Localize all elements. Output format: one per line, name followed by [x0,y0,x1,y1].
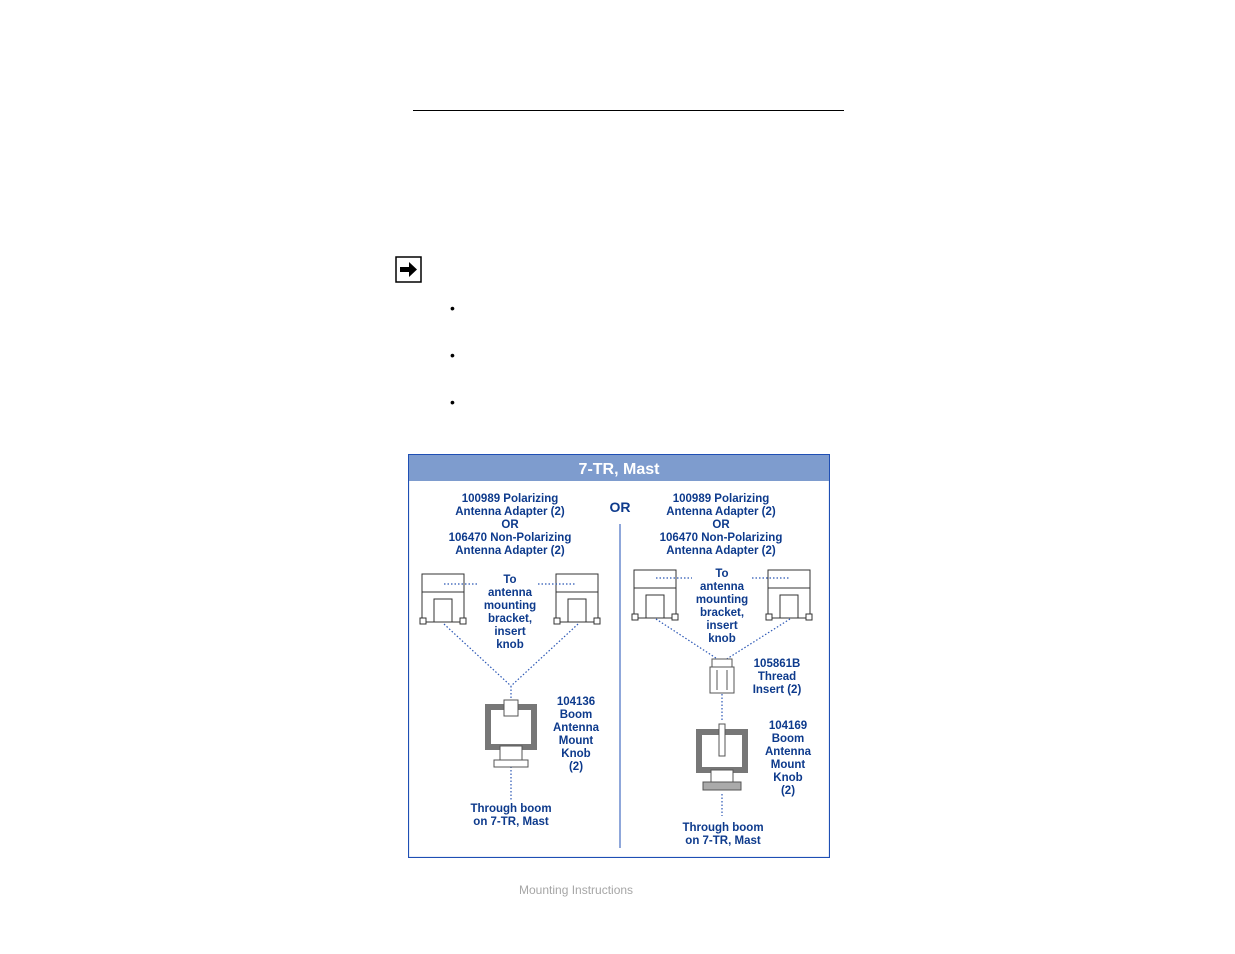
right-knob-line: Antenna [765,746,812,758]
footer-caption: Mounting Instructions [519,883,634,897]
bullet-3: • [450,394,455,410]
left-knob-line: Antenna [553,722,600,734]
right-knob-line: (2) [781,785,795,797]
right-to-line: To [715,568,728,580]
right-insert-line: Thread [758,671,796,683]
bullet-2: • [450,347,455,363]
right-adapter-line: Antenna Adapter (2) [666,506,776,518]
right-to-line: insert [706,620,737,632]
left-through-line: Through boom [470,803,551,815]
header-rule [413,110,844,111]
thread-insert [709,658,735,694]
bullet-1: • [450,300,455,316]
right-insert-line: 105861B [754,658,801,670]
right-adapter-line: Antenna Adapter (2) [666,545,776,557]
right-through-line: Through boom [682,822,763,834]
left-adapter-line: Antenna Adapter (2) [455,506,565,518]
right-knob [696,723,748,791]
left-polarizing-adapter [419,573,467,625]
right-to-line: knob [708,633,735,645]
left-adapter-line: OR [501,519,519,531]
right-insert-line: Insert (2) [753,684,802,696]
left-knob-line: Knob [561,748,590,760]
right-to-line: mounting [696,594,748,606]
left-knob-line: (2) [569,761,583,773]
right-knob-line: Mount [771,759,806,771]
mounting-diagram: 7-TR, Mast OR 100989 Polarizing Antenna … [408,454,830,858]
left-adapter-line: 100989 Polarizing [462,493,559,505]
left-adapter-line: Antenna Adapter (2) [455,545,565,557]
left-to-line: bracket, [488,613,532,625]
right-knob-line: 104169 [769,720,807,732]
figure-frame [408,454,830,858]
right-adapter-line: 106470 Non-Polarizing [660,532,783,544]
right-nonpolarizing-adapter [765,569,813,621]
left-through-line: on 7-TR, Mast [473,816,549,828]
right-to-line: bracket, [700,607,744,619]
figure-title: 7-TR, Mast [579,461,661,478]
left-nonpolarizing-adapter [553,573,601,625]
or-separator: OR [610,499,631,515]
right-leader-lines [655,577,791,816]
right-through-line: on 7-TR, Mast [685,835,761,847]
figure-header [409,455,829,481]
left-knob-line: Mount [559,735,594,747]
left-knob-line: Boom [560,709,593,721]
left-knob [485,699,537,768]
left-to-line: insert [494,626,525,638]
right-knob-line: Knob [773,772,802,784]
left-adapter-line: 106470 Non-Polarizing [449,532,572,544]
left-knob-line: 104136 [557,696,595,708]
left-to-line: antenna [488,587,533,599]
note-arrow-icon [395,256,422,283]
right-adapter-line: OR [712,519,730,531]
left-to-line: knob [496,639,523,651]
right-to-line: antenna [700,581,745,593]
left-to-line: To [503,574,516,586]
left-to-line: mounting [484,600,536,612]
right-adapter-line: 100989 Polarizing [673,493,770,505]
right-knob-line: Boom [772,733,805,745]
